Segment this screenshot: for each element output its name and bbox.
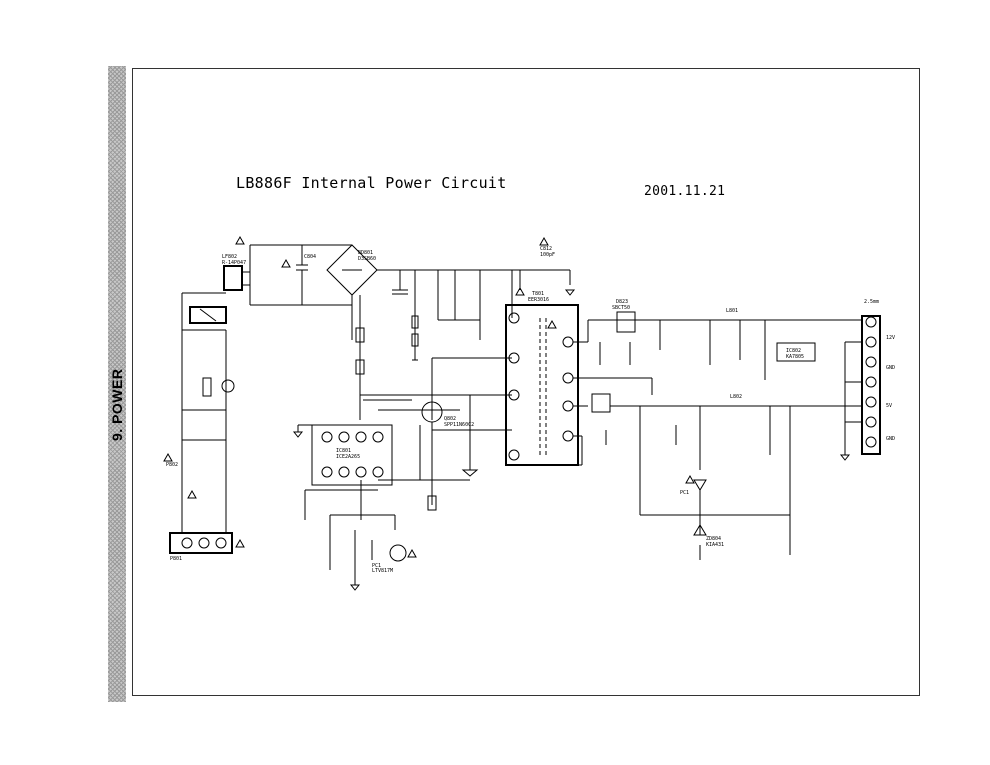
l801-label: L801 [726, 308, 738, 314]
zd804-label: ZD804 [706, 536, 721, 542]
output-connector: 2.5mm 12V GND 5V GND [839, 299, 895, 461]
output-5v-label: 5V [886, 403, 892, 409]
d823-label: D823 [616, 299, 628, 305]
c812-label: C812 [540, 246, 552, 252]
secondary-side: D823 SBCT50 L801 IC802 KA7805 L802 PC1 Z… [515, 286, 862, 560]
schematic-date: 2001.11.21 [644, 184, 726, 199]
output-gnd2-label: GND [886, 436, 895, 442]
pc1-label: PC1 [372, 563, 381, 569]
bd801-label: BD801 [358, 250, 373, 256]
d823-part-label: SBCT50 [612, 305, 630, 311]
q802-part-label: SPP11N60C2 [444, 422, 474, 428]
c804-label: C804 [304, 254, 316, 260]
pc1-part-label: LTV817M [372, 568, 393, 574]
l802-label: L802 [730, 394, 742, 400]
ac-input-section: P801 P802 LF802 R-14P047 [163, 235, 291, 562]
bd801-part-label: D3SB60 [358, 256, 376, 262]
p801-label: P801 [170, 556, 182, 562]
ic802-label: IC802 [786, 348, 801, 354]
bridge-rectifier: BD801 D3SB60 C804 [249, 244, 512, 340]
q802-label: Q802 [444, 416, 456, 422]
pc1-sec-label: PC1 [680, 490, 689, 496]
section-strip [108, 66, 126, 702]
primary-side: IC801 ICE2A265 Q802 SPP11N60C2 PC1 LTV81… [292, 270, 513, 591]
ic802-part-label: KA7805 [786, 354, 804, 360]
c812-value: 100pF [540, 252, 555, 258]
connector-size-label: 2.5mm [864, 299, 879, 305]
lf802-part-label: R-14P047 [222, 260, 246, 266]
zd804-part-label: KIA431 [706, 542, 724, 548]
schematic-frame [132, 68, 920, 696]
page-title: LB886F Internal Power Circuit [236, 174, 507, 192]
p802-label: P802 [166, 462, 178, 468]
ic801-part-label: ICE2A265 [336, 454, 360, 460]
output-12v-label: 12V [886, 335, 895, 341]
output-gnd1-label: GND [886, 365, 895, 371]
t801-part-label: EER3016 [528, 297, 549, 303]
lf802-label: LF802 [222, 254, 237, 260]
transformer: T801 EER3016 C812 100pF [505, 236, 579, 466]
t801-label: T801 [532, 291, 544, 297]
ic801-label: IC801 [336, 448, 351, 454]
